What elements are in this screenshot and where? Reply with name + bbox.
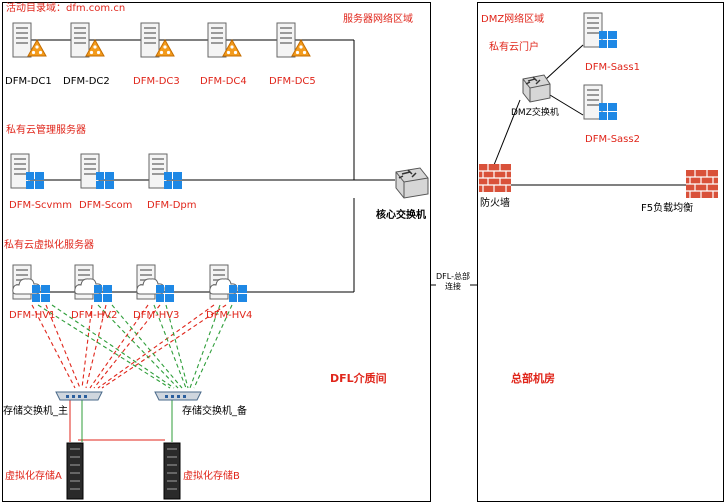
mgmt-server-icon — [10, 153, 44, 189]
hv-server-label: DFM-HV2 — [71, 310, 118, 321]
mgmt-server-label: DFM-Scvmm — [9, 200, 72, 211]
mgmt-server-icon — [148, 153, 182, 189]
hv-server-label: DFM-HV1 — [9, 310, 56, 321]
storage-b-label: 虚拟化存储B — [183, 471, 240, 482]
domain-label: 活动目录域：dfm.com.cn — [6, 3, 126, 14]
sass-server-icon — [583, 12, 617, 48]
storage-a-rack-icon — [66, 442, 84, 500]
mgmt-server-label: DFM-Scom — [79, 200, 133, 211]
mgmt-server-label: DFM-Dpm — [147, 200, 197, 211]
dmz-network-label: DMZ网络区域 — [481, 14, 545, 25]
private-portal-label: 私有云门户 — [489, 42, 539, 53]
hv-server-label: DFM-HV3 — [133, 310, 180, 321]
dmz-switch-to-sass2 — [544, 91, 584, 116]
dc-server-icon — [140, 22, 175, 58]
dc-server-label: DFM-DC1 — [5, 76, 52, 87]
hv-to-backup-switch-links — [37, 304, 233, 389]
core-switch-label: 核心交换机 — [376, 210, 426, 221]
storage-a-label: 虚拟化存储A — [5, 471, 62, 482]
dc-server-label: DFM-DC2 — [63, 76, 110, 87]
firewall-to-dmz-switch — [493, 99, 521, 166]
server-network-label: 服务器网络区域 — [343, 14, 413, 25]
hv-server-icon — [136, 264, 174, 302]
hv-server-icon — [74, 264, 112, 302]
dfl-zone — [2, 2, 431, 502]
dc-server-icon — [207, 22, 242, 58]
hq-zone — [477, 2, 724, 502]
hv-server-label: DFM-HV4 — [206, 310, 253, 321]
storage-b-rack-icon — [163, 442, 181, 500]
storage-switch-backup-label: 存储交换机_备 — [182, 406, 247, 417]
dfl-zone-name: DFL介质间 — [330, 372, 387, 385]
dc-server-icon — [12, 22, 47, 58]
hv-server-icon — [209, 264, 247, 302]
sass-server-label: DFM-Sass2 — [585, 134, 640, 145]
core-switch-icon — [395, 167, 429, 199]
dc-server-icon — [276, 22, 311, 58]
dmz-switch-label: DMZ交换机 — [511, 108, 559, 118]
dc-server-label: DFM-DC3 — [133, 76, 180, 87]
dc-server-label: DFM-DC5 — [269, 76, 316, 87]
storage-switch-backup-icon — [154, 391, 202, 401]
hv-server-icon — [12, 264, 50, 302]
storage-switch-main-icon — [55, 391, 103, 401]
dc-server-label: DFM-DC4 — [200, 76, 247, 87]
storage-switch-main-label: 存储交换机_主 — [3, 406, 68, 417]
hq-zone-name: 总部机房 — [511, 372, 555, 385]
dmz-switch-to-sass1 — [544, 44, 584, 81]
sass-server-label: DFM-Sass1 — [585, 62, 640, 73]
f5-load-balancer-label: F5负载均衡 — [641, 203, 694, 214]
f5-load-balancer-icon — [686, 170, 718, 198]
private-virt-label: 私有云虚拟化服务器 — [4, 240, 94, 251]
sass-server-icon — [583, 84, 617, 120]
firewall-icon — [479, 164, 511, 192]
private-mgmt-label: 私有云管理服务器 — [6, 125, 86, 136]
dc-server-icon — [70, 22, 105, 58]
dfl-hq-link-label: DFL-总部连接 — [436, 272, 470, 291]
mgmt-server-icon — [80, 153, 114, 189]
dmz-switch-icon — [522, 74, 551, 103]
hv-to-main-switch-links — [31, 304, 227, 389]
firewall-label: 防火墙 — [480, 198, 510, 209]
